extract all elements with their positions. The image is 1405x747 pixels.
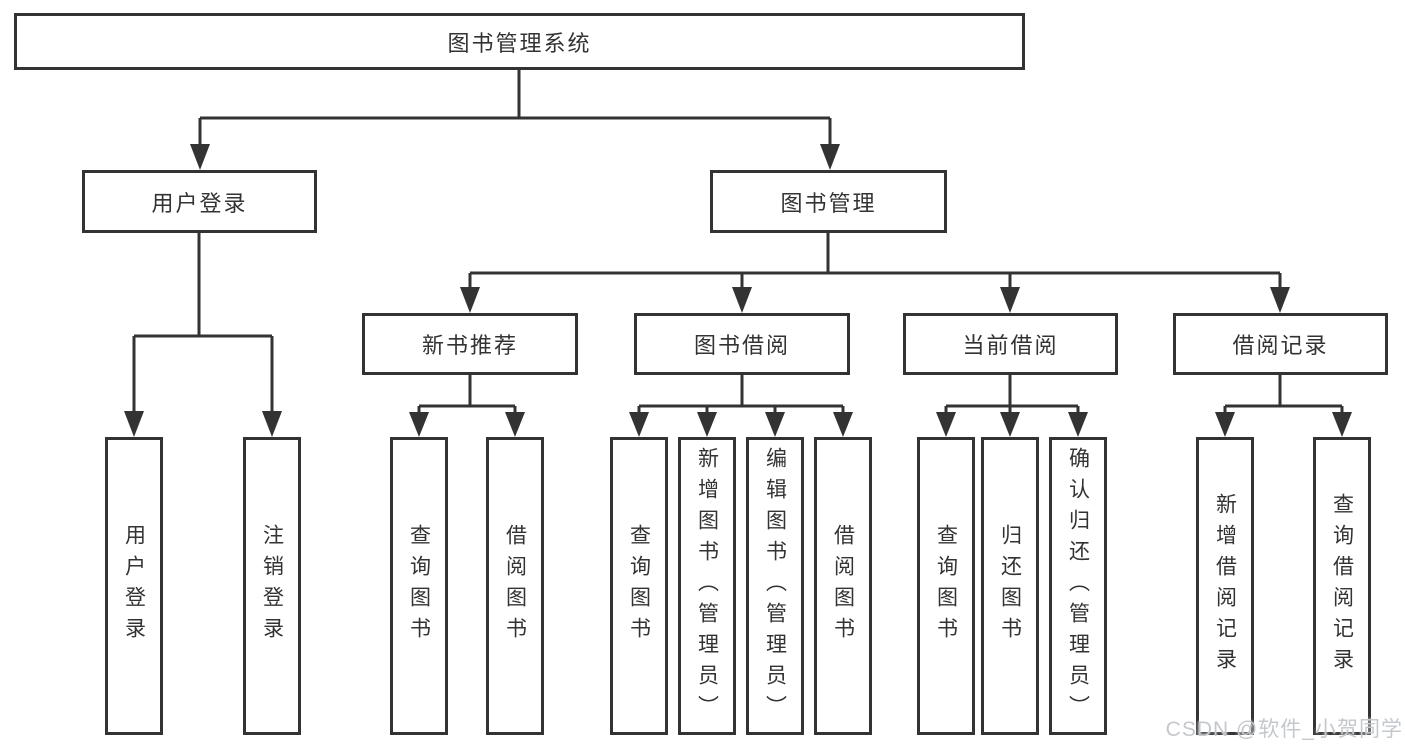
node-leaf-logout-label: 注销登录 <box>260 524 284 648</box>
node-leaf-borrow-add-books-label: 新增图书（管理员） <box>695 446 719 726</box>
node-leaf-recommend-borrow-books: 借阅图书 <box>486 437 544 735</box>
node-leaf-record-add-label: 新增借阅记录 <box>1213 493 1237 679</box>
node-new-book-recommend-label: 新书推荐 <box>421 333 518 358</box>
node-leaf-borrow-query-books-label: 查询图书 <box>627 524 651 648</box>
node-leaf-record-query-label: 查询借阅记录 <box>1330 493 1354 679</box>
node-book-borrow-label: 图书借阅 <box>693 333 790 358</box>
node-leaf-recommend-query-books: 查询图书 <box>390 437 448 735</box>
node-leaf-borrow-edit-books-label: 编辑图书（管理员） <box>763 446 787 726</box>
node-leaf-current-query-books-label: 查询图书 <box>934 524 958 648</box>
node-leaf-borrow-edit-books: 编辑图书（管理员） <box>746 437 804 735</box>
node-leaf-current-return-books: 归还图书 <box>981 437 1039 735</box>
node-root-label: 图书管理系统 <box>447 30 592 56</box>
node-leaf-current-return-books-label: 归还图书 <box>998 524 1022 648</box>
node-leaf-recommend-query-books-label: 查询图书 <box>407 524 431 648</box>
csdn-watermark: CSDN @软件_小贺同学 <box>1165 718 1403 741</box>
node-leaf-borrow-query-books: 查询图书 <box>610 437 668 735</box>
node-leaf-recommend-borrow-books-label: 借阅图书 <box>503 524 527 648</box>
node-current-borrow-label: 当前借阅 <box>962 333 1059 358</box>
node-leaf-borrow-borrow-books: 借阅图书 <box>814 437 872 735</box>
node-borrow-record: 借阅记录 <box>1173 313 1388 375</box>
node-leaf-user-login-label: 用户登录 <box>122 524 146 648</box>
node-book-management-label: 图书管理 <box>780 190 877 216</box>
node-leaf-current-confirm-return-label: 确认归还（管理员） <box>1066 446 1090 726</box>
node-leaf-user-login: 用户登录 <box>105 437 163 735</box>
node-current-borrow: 当前借阅 <box>903 313 1118 375</box>
node-leaf-borrow-borrow-books-label: 借阅图书 <box>831 524 855 648</box>
node-leaf-current-confirm-return: 确认归还（管理员） <box>1049 437 1107 735</box>
node-new-book-recommend: 新书推荐 <box>362 313 578 375</box>
node-user-login-label: 用户登录 <box>151 190 248 216</box>
node-leaf-current-query-books: 查询图书 <box>917 437 975 735</box>
node-user-login: 用户登录 <box>82 170 317 233</box>
node-root: 图书管理系统 <box>14 13 1025 70</box>
node-book-management: 图书管理 <box>710 170 947 233</box>
node-borrow-record-label: 借阅记录 <box>1232 333 1329 358</box>
node-leaf-record-query: 查询借阅记录 <box>1313 437 1371 735</box>
node-leaf-logout: 注销登录 <box>243 437 301 735</box>
node-leaf-borrow-add-books: 新增图书（管理员） <box>678 437 736 735</box>
node-leaf-record-add: 新增借阅记录 <box>1196 437 1254 735</box>
node-book-borrow: 图书借阅 <box>634 313 850 375</box>
